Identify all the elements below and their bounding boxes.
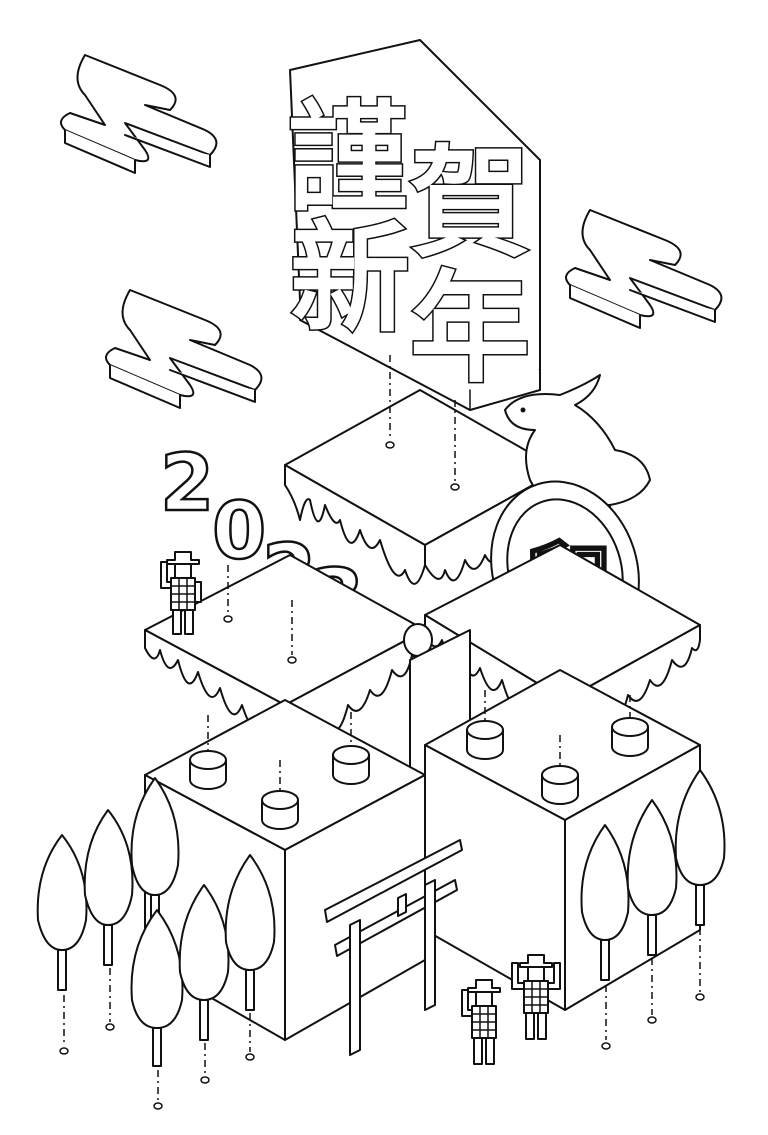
- title-char-shin: 新: [290, 210, 410, 349]
- stud: [611, 717, 649, 757]
- stud: [189, 750, 227, 790]
- year-digit-2: 0: [212, 487, 266, 577]
- title-block: [289, 39, 541, 411]
- tree-icon: [224, 854, 276, 1011]
- tree-icon: [580, 824, 630, 981]
- cloud-icon: [60, 54, 218, 174]
- tree-icon: [36, 834, 88, 991]
- anchor-pin: [223, 615, 233, 623]
- cloud-icon: [565, 209, 723, 329]
- stud: [541, 765, 579, 805]
- stud: [466, 720, 504, 760]
- title-char-nen: 年: [410, 260, 530, 399]
- title-char-jin: 謹: [288, 90, 408, 229]
- cloud-icon: [105, 289, 263, 409]
- pixel-person-icon: [160, 551, 202, 635]
- year-digit-1: 2: [160, 439, 214, 529]
- pixel-person-icon: [461, 979, 501, 1065]
- tree-icon: [83, 809, 134, 966]
- stud: [261, 790, 299, 830]
- anchor-pin: [450, 483, 460, 491]
- anchor-pin: [385, 441, 395, 449]
- anchor-pin: [287, 656, 297, 664]
- pixel-person-icon: [511, 954, 561, 1040]
- stud: [332, 745, 370, 785]
- tree-icon: [626, 799, 678, 956]
- title-char-ga: 賀: [410, 135, 530, 274]
- tree-icon: [674, 769, 726, 926]
- torii-gate-icon: [324, 839, 463, 1056]
